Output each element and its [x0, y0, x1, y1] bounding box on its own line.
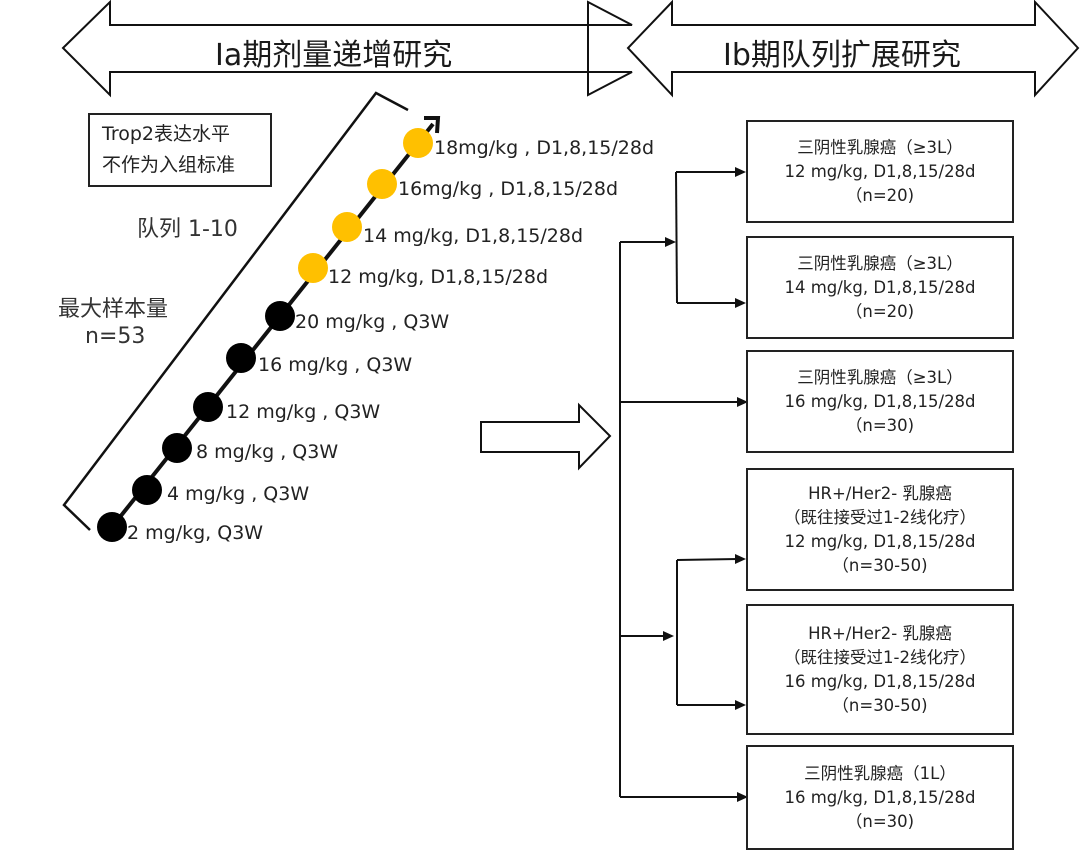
cohort-line: 三阴性乳腺癌（≥3L） [797, 367, 963, 387]
expansion-cohort-box: 三阴性乳腺癌（≥3L） 16 mg/kg, D1,8,15/28d （n=30) [746, 350, 1014, 453]
cohort-line: HR+/Her2- 乳腺癌 [808, 623, 952, 643]
cohort-line: 16 mg/kg, D1,8,15/28d [784, 391, 976, 411]
dose-level-dot [162, 433, 192, 463]
cohort-line: （既往接受过1-2线化疗） [784, 647, 976, 667]
sub-branch-1 [675, 171, 678, 304]
phase-ia-title: Ia期剂量递增研究 [215, 38, 453, 73]
cohort-line: （n=20) [845, 185, 915, 205]
cohort-line: （n=20) [845, 301, 915, 321]
arrowhead [735, 167, 746, 177]
max-sample-label: 最大样本量 [58, 297, 169, 322]
dose-level-dot [403, 128, 433, 158]
dose-level-dot [193, 392, 223, 422]
arrowhead [735, 554, 746, 564]
trop2-note-box: Trop2表达水平 不作为入组标准 [88, 113, 272, 187]
arrowhead [737, 397, 748, 407]
cohort-line: （n=30-50) [832, 695, 928, 715]
cohort-line: （n=30-50) [832, 555, 928, 575]
arrowhead [735, 298, 746, 308]
arrowhead [737, 792, 748, 802]
dose-level-label: 14 mg/kg, D1,8,15/28d [363, 225, 584, 247]
dose-level-label: 4 mg/kg , Q3W [167, 483, 310, 505]
expansion-cohort-box: HR+/Her2- 乳腺癌 （既往接受过1-2线化疗） 16 mg/kg, D1,8… [746, 604, 1014, 735]
branch-to-cohort-4 [676, 558, 739, 561]
cohort-line: 16 mg/kg, D1,8,15/28d [784, 787, 976, 807]
cohort-line: 三阴性乳腺癌（1L） [804, 763, 956, 783]
dose-level-dot [265, 301, 295, 331]
dose-level-dot [226, 343, 256, 373]
phase-ib-title: Ib期队列扩展研究 [723, 38, 961, 73]
dose-level-label: 12 mg/kg , Q3W [226, 401, 381, 423]
expansion-cohort-box: 三阴性乳腺癌（≥3L） 12 mg/kg, D1,8,15/28d （n=20) [746, 120, 1014, 223]
dose-level-dot [298, 253, 328, 283]
cohort-bracket [62, 91, 409, 531]
dose-level-dot [367, 169, 397, 199]
note-line-2: 不作为入组标准 [102, 154, 236, 176]
dose-level-dot [332, 212, 362, 242]
cohort-line: 三阴性乳腺癌（≥3L） [797, 137, 963, 157]
escalation-arrowhead [424, 116, 441, 134]
max-sample-value: n=53 [85, 324, 146, 349]
cohort-line: （既往接受过1-2线化疗） [784, 507, 976, 527]
cohort-line: 14 mg/kg, D1,8,15/28d [784, 277, 976, 297]
cohort-line: 三阴性乳腺癌（≥3L） [797, 253, 963, 273]
expansion-cohort-box: 三阴性乳腺癌（1L） 16 mg/kg, D1,8,15/28d （n=30) [746, 745, 1014, 850]
note-line-1: Trop2表达水平 [102, 123, 230, 145]
expansion-cohort-box: 三阴性乳腺癌（≥3L） 14 mg/kg, D1,8,15/28d （n=20) [746, 236, 1014, 339]
cohort-line: 12 mg/kg, D1,8,15/28d [784, 161, 976, 181]
arrowhead [663, 631, 674, 641]
dose-level-dot [132, 475, 162, 505]
cohort-line: HR+/Her2- 乳腺癌 [808, 483, 952, 503]
dose-level-label: 16mg/kg , D1,8,15/28d [398, 178, 619, 200]
dose-level-label: 12 mg/kg, D1,8,15/28d [328, 266, 549, 288]
cohort-line: （n=30) [845, 811, 915, 831]
cohort-line: 16 mg/kg, D1,8,15/28d [784, 671, 976, 691]
dose-level-dot [97, 512, 127, 542]
arrowhead [735, 700, 746, 710]
transition-arrow [480, 402, 612, 471]
phase-ib-arrow [626, 0, 1080, 98]
cohort-line: （n=30) [845, 415, 915, 435]
arrowhead [665, 237, 676, 247]
dose-level-label: 18mg/kg , D1,8,15/28d [434, 137, 655, 159]
phase-ia-arrow [61, 0, 633, 98]
dose-level-label: 16 mg/kg , Q3W [258, 354, 413, 376]
dose-level-label: 2 mg/kg, Q3W [127, 522, 264, 544]
dose-level-label: 20 mg/kg , Q3W [295, 311, 450, 333]
expansion-cohort-box: HR+/Her2- 乳腺癌 （既往接受过1-2线化疗） 12 mg/kg, D1,8… [746, 468, 1014, 591]
cohort-range-label: 队列 1-10 [137, 217, 238, 242]
cohort-line: 12 mg/kg, D1,8,15/28d [784, 531, 976, 551]
dose-level-label: 8 mg/kg , Q3W [196, 441, 339, 463]
